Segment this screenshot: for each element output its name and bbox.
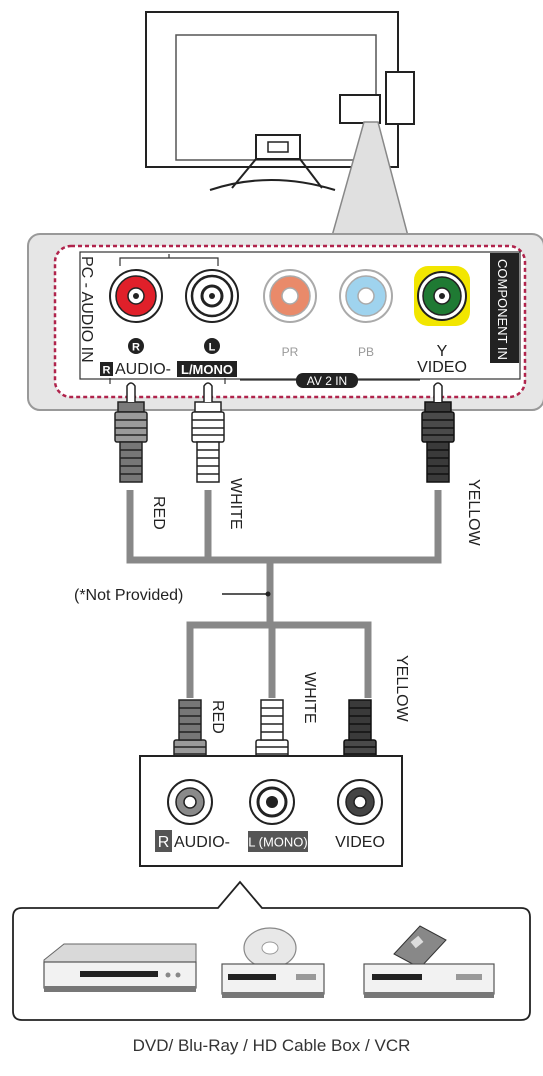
cable-red-label-bottom: RED: [209, 700, 226, 734]
svg-text:L: L: [209, 342, 216, 354]
dvd-player-icon: [43, 943, 197, 992]
svg-text:R: R: [158, 834, 170, 851]
y-label: Y: [437, 343, 448, 360]
pb-jack[interactable]: [339, 269, 393, 323]
device-audio-l-jack[interactable]: [249, 779, 295, 825]
pc-audio-in-label: PC - AUDIO IN: [78, 256, 95, 363]
audio-r-jack[interactable]: [109, 269, 163, 323]
pr-label: PR: [282, 345, 299, 359]
device-audio-r-jack[interactable]: [167, 779, 213, 825]
cable-white-label-bottom: WHITE: [301, 672, 318, 724]
svg-text:L (MONO): L (MONO): [248, 835, 307, 850]
jack-r-marker: R: [128, 338, 144, 354]
device-video-jack[interactable]: [337, 779, 383, 825]
svg-text:COMPONENT IN: COMPONENT IN: [495, 259, 510, 360]
vcr-icon: [363, 925, 495, 998]
cable-yellow-label-top: YELLOW: [465, 479, 482, 547]
svg-text:R: R: [103, 365, 111, 377]
cable-yellow-label-bottom: YELLOW: [393, 655, 410, 723]
blu-ray-player-icon: [221, 927, 325, 998]
av2-in-badge: AV 2 IN: [296, 373, 358, 388]
device-caption: DVD/ Blu-Ray / HD Cable Box / VCR: [132, 1036, 411, 1055]
device-lmono-badge: L (MONO): [248, 831, 308, 852]
svg-text:AV 2 IN: AV 2 IN: [307, 374, 347, 388]
plug-red-top: [114, 401, 148, 483]
cable-white-label-top: WHITE: [227, 478, 244, 530]
not-provided-label: (*Not Provided): [74, 587, 183, 604]
device-video-label: VIDEO: [335, 834, 385, 851]
cable-red-label-top: RED: [150, 496, 167, 530]
svg-text:L/MONO: L/MONO: [181, 362, 233, 377]
audio-r-badge: R: [100, 362, 113, 377]
svg-text:R: R: [132, 342, 140, 354]
tv-back-illustration: [145, 11, 415, 191]
plug-yellow-top: [421, 401, 455, 483]
audio-label: AUDIO-: [115, 361, 171, 378]
pr-jack[interactable]: [263, 269, 317, 323]
y-video-jack[interactable]: [414, 266, 470, 326]
pb-label: PB: [358, 345, 374, 359]
lmono-badge: L/MONO: [177, 361, 237, 377]
device-audio-label: AUDIO-: [174, 834, 230, 851]
device-r-badge: R: [155, 830, 172, 852]
audio-l-jack[interactable]: [185, 269, 239, 323]
component-in-badge: COMPONENT IN: [490, 253, 519, 363]
jack-l-marker: L: [204, 338, 220, 354]
plug-white-top: [191, 401, 225, 483]
video-label: VIDEO: [417, 359, 467, 376]
